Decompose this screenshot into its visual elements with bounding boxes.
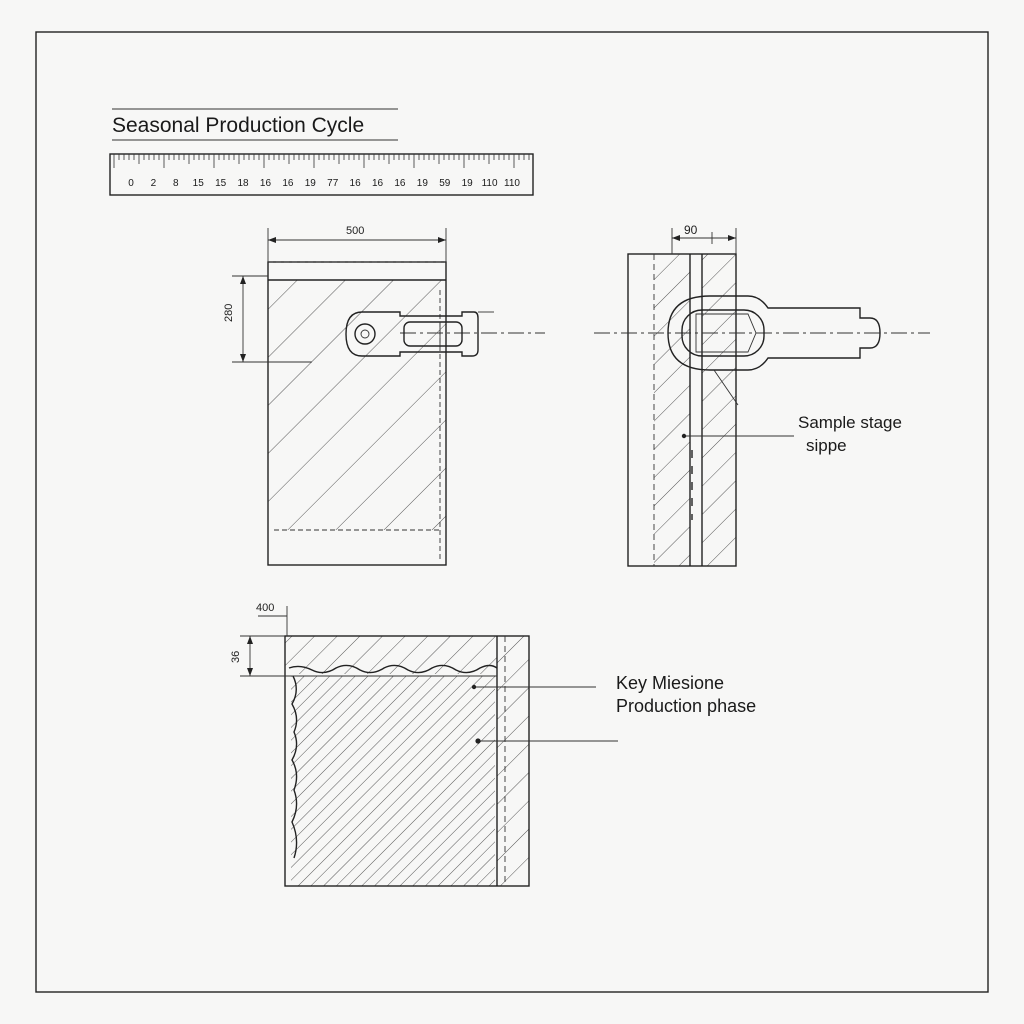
bottom-width-label: 400 (256, 602, 275, 614)
ruler-tick-label: 16 (349, 178, 361, 189)
ruler-tick-label: 16 (394, 178, 406, 189)
ruler-tick-label: 59 (439, 178, 451, 189)
side-callout-line2: sippe (806, 436, 847, 455)
ruler-tick-label: 19 (304, 178, 316, 189)
ruler-tick-label: 16 (259, 178, 272, 189)
ruler-tick-label: 19 (416, 178, 428, 189)
bottom-callout-line1: Key Miesione (616, 673, 725, 693)
ruler-tick-label: 18 (237, 178, 249, 189)
bottom-view (240, 606, 618, 887)
side-callout-line1: Sample stage (798, 413, 902, 432)
drawing-frame (35, 31, 989, 993)
ruler-tick-label: 110 (504, 178, 520, 189)
side-width-label: 90 (684, 223, 698, 237)
ruler-tick-label: 16 (371, 178, 384, 189)
bottom-height-label: 36 (230, 650, 242, 663)
ruler-tick-label: 2 (150, 178, 157, 189)
ruler-tick-label: 16 (282, 178, 294, 189)
side-view (594, 228, 930, 567)
ruler-tick-label: 15 (215, 178, 227, 189)
front-view (232, 228, 545, 566)
front-width-label: 500 (346, 225, 365, 237)
ruler-tick-label: 77 (327, 178, 339, 189)
page-title: Seasonal Production Cycle (112, 114, 365, 137)
ruler-tick-label: 19 (461, 178, 473, 189)
ruler-tick-label: 8 (173, 178, 179, 189)
ruler-tick-label: 110 (481, 178, 498, 189)
ruler-tick-label: 0 (128, 178, 134, 189)
ruler-tick-label: 15 (192, 178, 204, 189)
scale-ruler (109, 153, 534, 196)
bottom-callout-line2: Production phase (616, 696, 757, 716)
front-height-label: 280 (223, 303, 235, 322)
